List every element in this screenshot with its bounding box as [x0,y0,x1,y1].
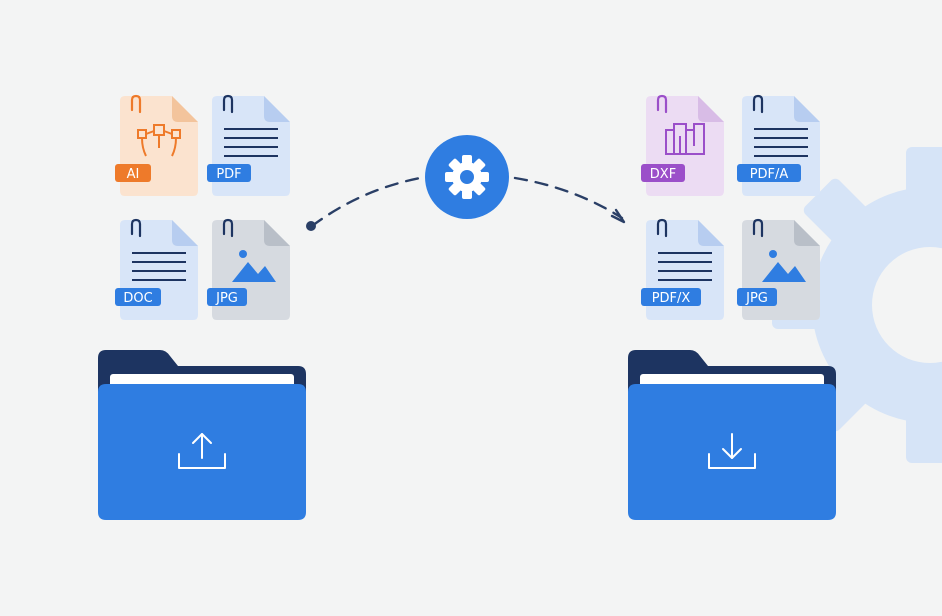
text-lines-icon [754,128,808,157]
file-ai-label: AI [127,167,140,182]
file-pdf-label: PDF [216,167,241,182]
file-jpg: JPG [207,218,290,320]
paperclip-icon [130,94,142,114]
paperclip-icon [656,218,668,238]
paperclip-icon [752,218,764,238]
paperclip-icon [130,218,142,238]
download-icon [708,433,756,469]
file-ai: AI [115,94,198,196]
process-connector [310,176,624,228]
connector-start-dot [306,221,316,231]
text-lines-icon [658,252,712,281]
output-folder [628,350,836,520]
file-dxf-label: DXF [650,167,676,182]
paperclip-icon [752,94,764,114]
text-lines-icon [224,128,278,157]
paperclip-icon [222,218,234,238]
cad-drawing-icon [665,123,705,155]
paperclip-icon [656,94,668,114]
file-jpg-output-label: JPG [745,291,768,306]
vector-pen-icon [137,124,181,157]
image-icon [762,250,806,282]
connector-arrowhead [610,208,626,224]
file-dxf: DXF [641,94,724,196]
file-pdfa-label: PDF/A [750,167,789,182]
file-pdfx: PDF/X [641,218,724,320]
file-doc: DOC [115,218,198,320]
file-jpg-output: JPG [737,218,820,320]
file-pdf: PDF [207,94,290,196]
image-icon [232,250,276,282]
file-pdfa: PDF/A [737,94,820,196]
upload-icon [178,433,226,469]
file-pdfx-label: PDF/X [652,291,691,306]
text-lines-icon [132,252,186,281]
gear-icon [425,135,509,219]
file-jpg-label: JPG [215,291,238,306]
paperclip-icon [222,94,234,114]
input-folder [98,350,306,520]
file-doc-label: DOC [123,291,152,306]
